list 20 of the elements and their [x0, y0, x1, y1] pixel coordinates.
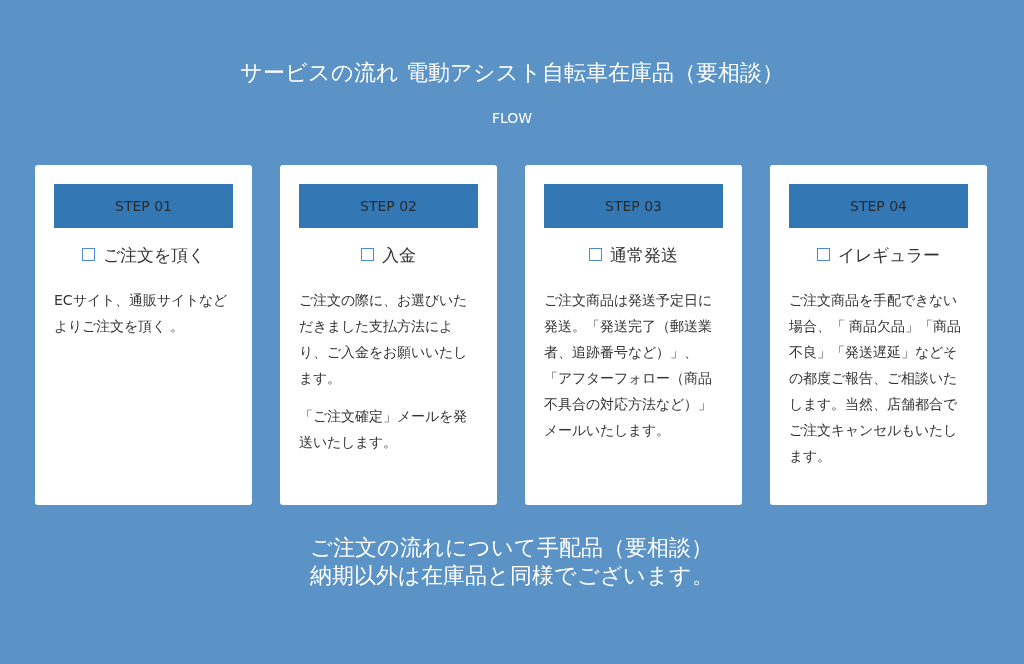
step-heading: イレギュラー: [838, 245, 940, 265]
step-card: [525, 165, 742, 505]
caption: ご注文の流れについて手配品（要相談）納期以外は在庫品と同様でございます。: [309, 534, 715, 590]
description-text: ご注文商品を手配できない場合、「 商品欠品」「商品不良」「発送遅延」などその都度ご報告、ご相談いたします。当然、店舗都合でご注文キャンセルもいたします。: [789, 291, 963, 466]
description-text: 「ご注文確定」メールを発送いたします。: [299, 407, 468, 452]
step-card: [770, 165, 987, 505]
step-heading: ご注文を頂く: [103, 245, 205, 265]
step-label-bar: STEP 04: [789, 184, 968, 228]
step-card: [35, 165, 252, 505]
step-card: [280, 165, 497, 505]
subtitle: FLOW: [491, 110, 533, 126]
step-label-bar: STEP 02: [299, 184, 478, 228]
description-text: ご注文商品は発送予定日に発送。「発送完了（郵送業者、追跡番号など）」、「アフターフォロー（商品不具合の対応方法など）」メールいたします。: [544, 291, 713, 440]
step-label-bar: STEP 03: [544, 184, 723, 228]
step-label-bar: STEP 01: [54, 184, 233, 228]
step-heading: 通常発送: [610, 245, 678, 265]
title: サービスの流れ 電動アシスト自転車在庫品（要相談）: [239, 59, 785, 87]
description-text: ご注文の際に、お選びいただきました支払方法により、ご入金をお願いいたします。: [299, 291, 468, 388]
step-heading: 入金: [382, 245, 416, 265]
description-text: ECサイト、通販サイトなどよりご注文を頂く 。: [54, 291, 228, 336]
